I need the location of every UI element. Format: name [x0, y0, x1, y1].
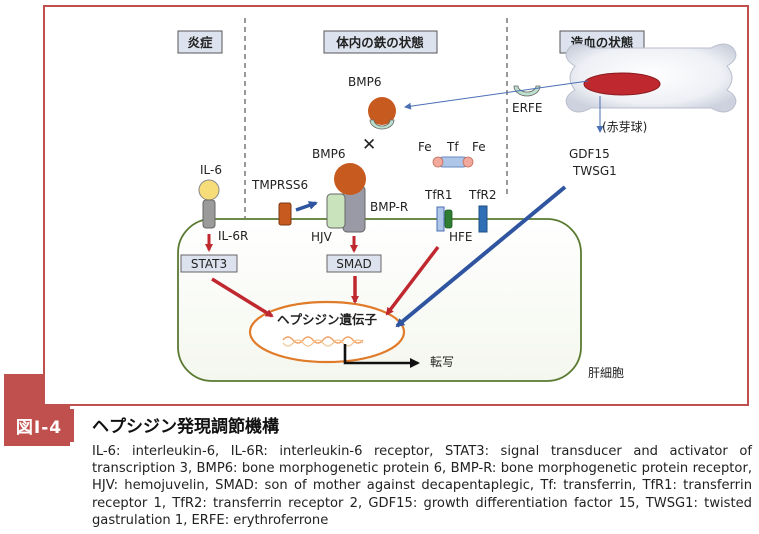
transcription-label: 転写	[430, 355, 454, 369]
hfe-label: HFE	[449, 230, 473, 244]
hepcidin-gene-label: ヘプシジン遺伝子	[277, 312, 378, 327]
fe1-label: Fe	[418, 140, 432, 154]
dna-strand	[282, 336, 364, 344]
erfe-bound-to-bmp6	[369, 119, 395, 130]
il6r-label: IL-6R	[218, 229, 248, 243]
tfr2	[478, 205, 488, 233]
nucleus	[248, 300, 406, 364]
smad-label: SMAD	[336, 257, 371, 271]
section-inflammation: 炎症	[177, 30, 223, 54]
section-body-iron-label: 体内の鉄の状態	[336, 35, 424, 50]
hfe	[444, 209, 453, 229]
stat3-to-gene-arrow	[211, 277, 274, 318]
figure-label: 図Ⅰ-4	[4, 409, 74, 442]
tf-label: Tf	[446, 140, 459, 154]
stat3-box	[180, 254, 238, 273]
tfr1-to-gene-arrow	[385, 245, 440, 316]
tfr1	[436, 206, 445, 232]
smad-box	[326, 254, 382, 273]
erfe-label: ERFE	[512, 101, 542, 115]
tmprss6-to-hjv-arrow	[295, 201, 318, 212]
gdf15-inhibit-arrow	[395, 185, 567, 328]
inhibit-mark: ✕	[362, 135, 376, 155]
section-inflammation-label: 炎症	[187, 35, 213, 50]
hepatocyte-cell	[177, 218, 582, 382]
figure-title: ヘプシジン発現調節機構	[92, 417, 279, 437]
erythroblast-to-bmp6-arrow	[404, 80, 589, 110]
hjv-label: HJV	[311, 230, 333, 244]
tmprss6	[278, 202, 292, 226]
tmprss6-label: TMPRSS6	[251, 178, 308, 192]
transcription-arrow	[343, 344, 420, 368]
erythroblast-label: (赤芽球)	[602, 120, 647, 134]
erythroblast	[583, 72, 661, 96]
il6-label: IL-6	[200, 163, 222, 177]
twsg1-label: TWSG1	[572, 164, 617, 178]
hepatocyte-label: 肝細胞	[588, 366, 624, 380]
bmp6-top-label: BMP6	[348, 75, 381, 89]
bmp6-ligand	[334, 163, 366, 195]
tfr1-label: TfR1	[424, 188, 453, 202]
bmp6-top	[368, 97, 396, 125]
il6-receptor	[202, 199, 216, 229]
fe-atom-1	[432, 156, 444, 168]
figure-caption: IL-6: interleukin-6, IL-6R: interleukin-…	[92, 444, 752, 528]
il6-ligand	[198, 179, 220, 201]
bmp6-label: BMP6	[312, 147, 345, 161]
fe2-label: Fe	[472, 140, 486, 154]
stat3-label: STAT3	[191, 257, 227, 271]
bmpr-label: BMP-R	[370, 200, 408, 214]
hjv	[326, 193, 346, 229]
tfr2-label: TfR2	[468, 188, 497, 202]
gdf15-label: GDF15	[569, 147, 610, 161]
section-body-iron: 体内の鉄の状態	[323, 30, 438, 54]
bone-marrow	[565, 43, 737, 113]
fe-atom-2	[462, 156, 474, 168]
